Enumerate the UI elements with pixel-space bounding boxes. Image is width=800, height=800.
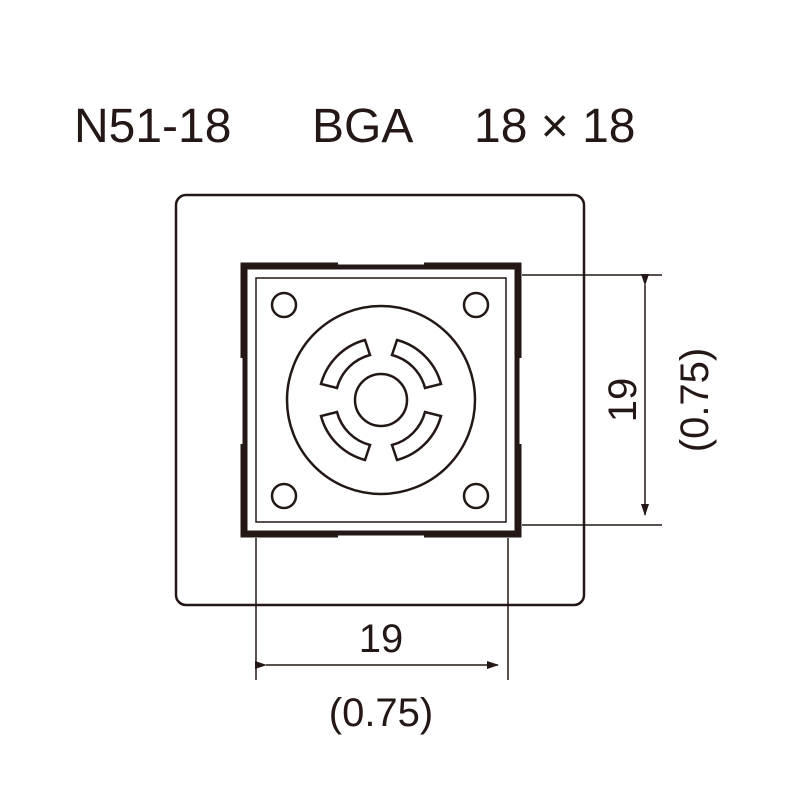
slot-bottom-left — [319, 410, 372, 462]
frame-notch-edges — [243, 265, 519, 535]
slot-top-left — [319, 338, 372, 390]
horizontal-dim-inch: (0.75) — [329, 691, 434, 735]
slot-bottom-right — [390, 410, 443, 462]
title-type: BGA — [312, 100, 413, 153]
corner-hole-bottom-right — [462, 482, 490, 510]
curved-slots — [319, 338, 443, 462]
vertical-dim-inch: (0.75) — [673, 348, 717, 453]
title-size: 18 × 18 — [474, 100, 635, 153]
center-ring — [285, 304, 477, 496]
slot-top-right — [390, 338, 443, 390]
nozzle-outer-frame — [174, 193, 586, 607]
nozzle-inner-frame-inset — [255, 277, 507, 523]
vertical-dimension — [522, 274, 662, 526]
vertical-dim-value: 19 — [601, 378, 645, 423]
title-model: N51-18 — [74, 100, 231, 153]
corner-hole-top-right — [462, 291, 490, 319]
horizontal-dimension — [255, 538, 509, 680]
corner-hole-bottom-left — [270, 482, 298, 510]
frame-notches — [239, 261, 523, 539]
center-hole — [353, 372, 409, 428]
horizontal-dim-value: 19 — [359, 617, 404, 661]
corner-hole-top-left — [270, 291, 298, 319]
